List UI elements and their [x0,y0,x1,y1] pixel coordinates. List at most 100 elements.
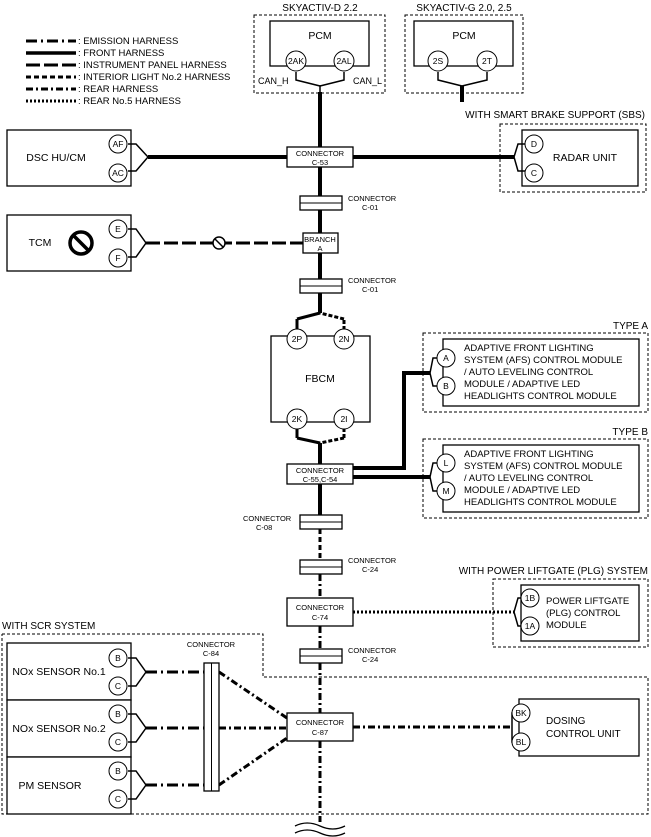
connector-c53: CONNECTOR C-53 [286,146,354,168]
legend-label-rear: : REAR HARNESS [78,84,158,95]
fbcm-pin-2i-label: 2I [340,414,347,424]
connector-c01-bottom-id: C-01 [362,285,378,294]
group-type-b-label: TYPE B [612,427,648,438]
connector-c08-id: C-08 [256,523,272,532]
radar-pin-c [524,163,544,183]
afs-a-label-line: MODULE / ADAPTIVE LED [464,379,580,390]
connector-c55-box [286,463,354,485]
wire-fbcm-2i-join [319,436,345,445]
connector-c84-title: CONNECTOR [187,640,236,649]
group-scr-frame [1,633,649,815]
nox1-pin-b [108,648,128,668]
legend-label-front: : FRONT HARNESS [78,48,164,59]
connector-c74-id: C-74 [312,613,328,622]
dosing-label-line: CONTROL UNIT [546,729,621,740]
afs-a-pin-a-label: A [443,353,449,363]
pcm-g-label: PCM [452,30,475,42]
radar-pin-c-label: C [531,168,537,178]
afs-a-pin-a [436,348,456,368]
afs-a-pin-b-label: B [443,381,449,391]
connector-c53-box [286,146,354,168]
tcm-pin-f-label: F [115,253,120,263]
dsc-hu-cm: DSC HU/CM AF AC [6,129,150,187]
legend: : EMISSION HARNESS : FRONT HARNESS : INS… [26,36,230,107]
pm-pin-b [108,761,128,781]
connector-c24-bottom: CONNECTOR C-24 [299,646,397,664]
group-scr: WITH SCR SYSTEM NOx SENSOR No.1 B C NOx … [1,621,649,815]
afs-b-pin-l-label: L [444,458,449,468]
connector-c55-title: CONNECTOR [296,466,345,475]
afs-a-module [442,338,640,407]
connector-c84-id: C-84 [203,649,219,658]
pcm-d-can-l-lead [319,72,345,87]
group-skyactiv-g-frame [404,14,524,94]
dosing-label: DOSING CONTROL UNIT [546,716,621,740]
group-sbs-label: WITH SMART BRAKE SUPPORT (SBS) [465,110,645,121]
fbcm: FBCM 2P 2N 2K 2I [270,328,371,430]
afs-a-pin-b [436,376,456,396]
connector-c74-box [286,597,354,627]
dsc-pin-ac [108,163,128,183]
radar-label: RADAR UNIT [553,152,618,164]
nox2-pin-c [108,732,128,752]
connector-c01-top-id: C-01 [362,203,378,212]
connector-c24-top-id: C-24 [362,565,378,574]
tcm-pin-f [108,248,128,268]
pm-leads [128,770,147,800]
wire-prohibited-icon [212,236,226,250]
nox1-label: NOx SENSOR No.1 [12,666,106,678]
connector-c87-title: CONNECTOR [296,718,345,727]
afs-b-label-line: HEADLIGHTS CONTROL MODULE [464,497,617,508]
plg-leads [513,597,522,627]
pm-pin-c [108,789,128,809]
pcm-d-pin-2al [333,50,355,72]
afs-a-leads [429,357,437,387]
legend-label-emission: : EMISSION HARNESS [78,36,178,47]
legend-label-rear5: : REAR No.5 HARNESS [78,96,181,107]
group-plg: WITH POWER LIFTGATE (PLG) SYSTEM 1B 1A P… [459,566,649,648]
radar-leads [513,143,525,172]
pcm-d-can-l-label: CAN_L [353,76,382,86]
dosing-label-line: DOSING [546,716,586,727]
fbcm-pin-2n [333,328,355,350]
dsc-label: DSC HU/CM [26,152,86,164]
wire-c55-afs-a [353,371,430,470]
pm-pin-c-label: C [115,794,121,804]
afs-b-module [442,444,640,513]
fbcm-pin-2p [286,328,308,350]
nox2-pin-c-label: C [115,737,121,747]
group-sbs-frame [499,123,647,193]
wire-fbcm-2n-join [319,311,345,321]
group-type-b: TYPE B L M ADAPTIVE FRONT LIGHTING SYSTE… [422,427,649,519]
wire-c84-c87-bottom [218,736,288,787]
group-skyactiv-g: SKYACTIV-G 2.0, 2.5 PCM 2S 2T [404,3,524,94]
wire-c84-c87-top [218,670,288,720]
pcm-d-pin-2ak [285,50,307,72]
connector-c87-box [286,712,354,742]
fbcm-pin-2p-label: 2P [292,334,303,344]
connector-c53-title: CONNECTOR [296,149,345,158]
pcm-g-pin-2s-label: 2S [433,56,444,66]
radar-pin-d [524,134,544,154]
afs-a-label-line: HEADLIGHTS CONTROL MODULE [464,391,617,402]
branch-a-box [302,232,339,254]
group-type-a-label: TYPE A [613,321,648,332]
branch-a-id: A [317,244,322,253]
plg-label-line: POWER LIFTGATE [546,596,629,607]
afs-a-label: ADAPTIVE FRONT LIGHTING SYSTEM (AFS) CON… [464,343,623,402]
connector-c08-title: CONNECTOR [243,514,292,523]
pcm-g-pin-2t-label: 2T [482,56,492,66]
wire-break-icon [294,822,346,837]
plg-pin-1a [520,616,540,636]
pcm-d-can-h-label: CAN_H [258,76,289,86]
connector-c55-id: C-55,C-54 [303,475,338,484]
fbcm-pin-2i [333,408,355,430]
plg-label: POWER LIFTGATE (PLG) CONTROL MODULE [546,596,629,631]
group-plg-label: WITH POWER LIFTGATE (PLG) SYSTEM [459,566,648,577]
afs-b-pin-l [436,453,456,473]
connector-c24-top-title: CONNECTOR [348,556,397,565]
dosing-pin-bk-label: BK [515,708,527,718]
legend-label-instrument: : INSTRUMENT PANEL HARNESS [78,60,227,71]
nox1-pin-b-label: B [115,653,121,663]
